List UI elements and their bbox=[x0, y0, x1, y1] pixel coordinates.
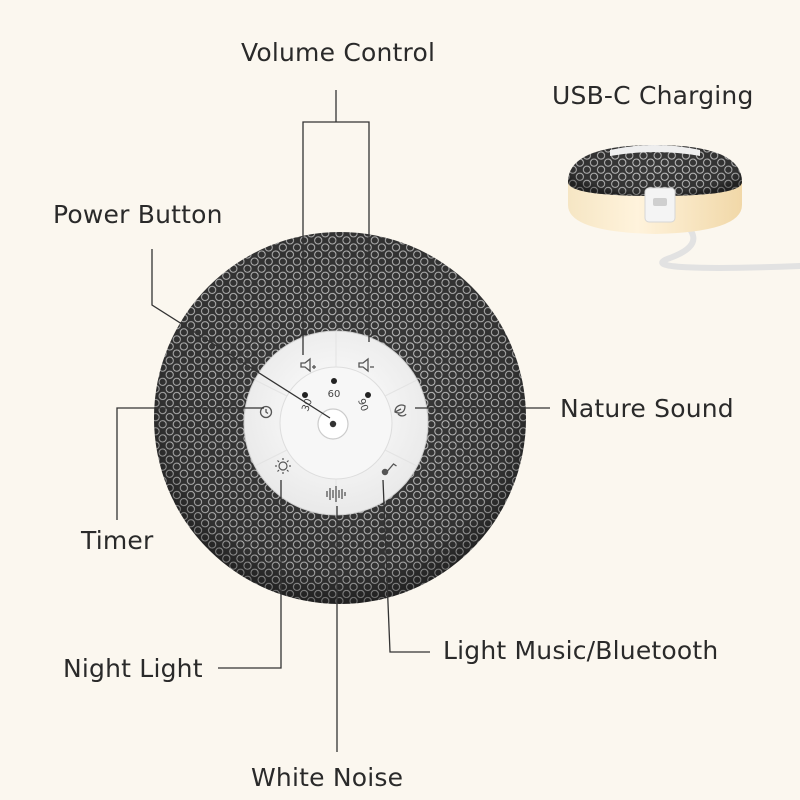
power-button-label: Power Button bbox=[53, 200, 223, 229]
sound-wave-icon bbox=[326, 486, 346, 502]
nature-sound-label: Nature Sound bbox=[560, 394, 734, 423]
timer-mark-90: 90 bbox=[355, 397, 370, 413]
speaker-minus-icon bbox=[358, 357, 374, 373]
leader-lines bbox=[116, 90, 550, 752]
clock-icon bbox=[259, 405, 273, 419]
power-icon bbox=[329, 420, 337, 428]
timer-indicator-30 bbox=[302, 392, 308, 398]
timer-button[interactable] bbox=[259, 405, 273, 419]
volume-up-button[interactable] bbox=[300, 357, 316, 373]
night-light-leader bbox=[218, 480, 282, 669]
light-music-leader bbox=[382, 479, 430, 653]
timer-indicator-90 bbox=[365, 392, 371, 398]
white-noise-label: White Noise bbox=[251, 763, 404, 792]
timer-label: Timer bbox=[81, 526, 154, 555]
white-noise-button[interactable] bbox=[326, 486, 346, 502]
light-music-button[interactable] bbox=[381, 463, 397, 476]
night-light-button[interactable] bbox=[275, 458, 291, 474]
sun-icon bbox=[275, 458, 291, 474]
timer-leader bbox=[116, 407, 264, 520]
volume-down-button[interactable] bbox=[358, 357, 374, 373]
nature-sound-button[interactable] bbox=[394, 404, 407, 417]
power-button[interactable] bbox=[317, 408, 349, 440]
light-music-bluetooth-label: Light Music/Bluetooth bbox=[443, 636, 719, 665]
control-panel bbox=[243, 330, 429, 516]
volume-control-label: Volume Control bbox=[241, 38, 436, 67]
music-note-icon bbox=[381, 463, 397, 476]
night-light-label: Night Light bbox=[63, 654, 203, 683]
timer-indicator-60 bbox=[331, 378, 337, 384]
usbc-charging-illustration bbox=[568, 145, 800, 271]
power-leader bbox=[151, 249, 331, 419]
usbc-charging-label: USB-C Charging bbox=[552, 81, 754, 110]
leaf-icon bbox=[394, 404, 407, 417]
speaker-plus-icon bbox=[300, 357, 316, 373]
timer-mark-60: 60 bbox=[328, 389, 341, 400]
